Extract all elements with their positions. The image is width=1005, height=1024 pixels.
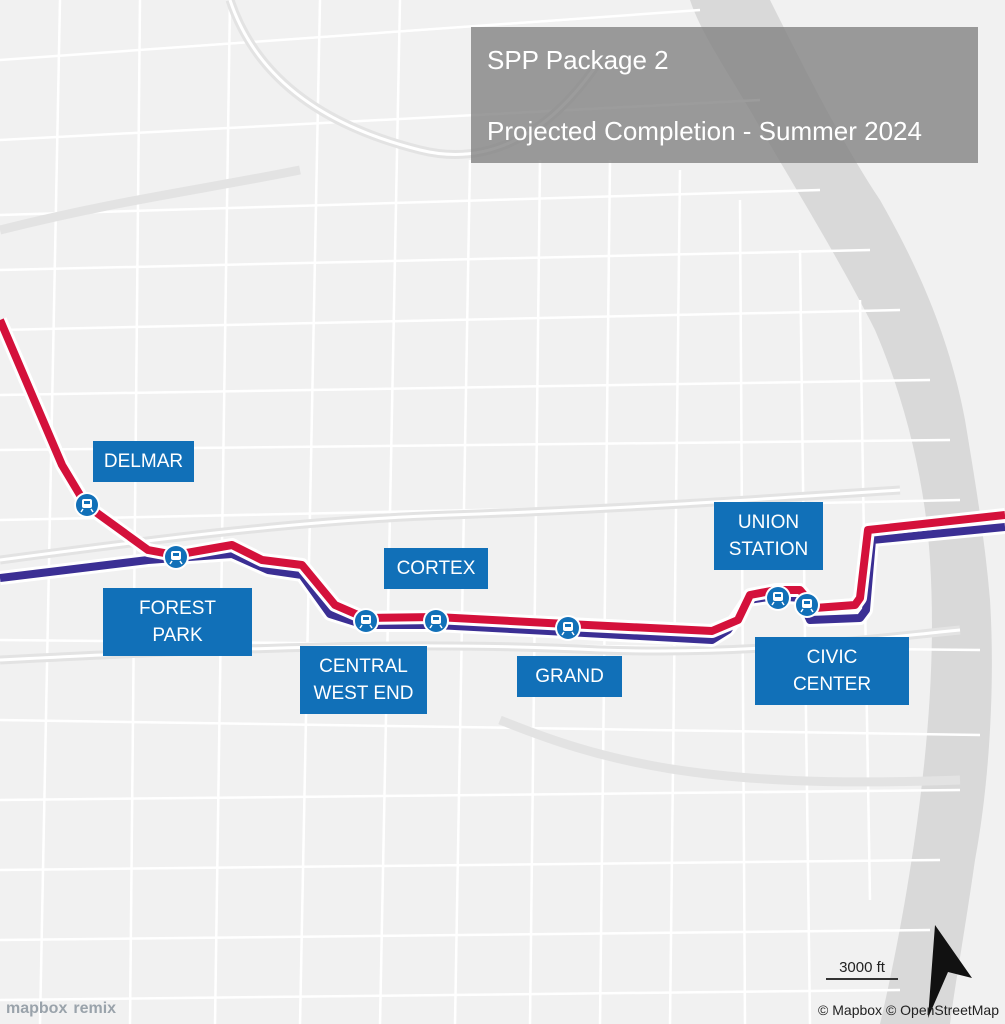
blue-line (0, 523, 1005, 644)
station-label-cortex[interactable]: CORTEX (384, 548, 488, 589)
train-icon[interactable] (423, 608, 449, 634)
scale-bar: 3000 ft (826, 958, 898, 980)
station-markers (74, 492, 820, 641)
title-box: SPP Package 2 Projected Completion - Sum… (471, 27, 978, 163)
title-line-2: Projected Completion - Summer 2024 (487, 116, 922, 146)
map-attribution[interactable]: © Mapbox © OpenStreetMap (818, 1002, 999, 1018)
logo-attribution[interactable]: mapbox remix (6, 1000, 116, 1018)
river (690, 0, 992, 1024)
train-icon[interactable] (353, 608, 379, 634)
station-label-union-station[interactable]: UNION STATION (714, 502, 823, 570)
train-icon[interactable] (74, 492, 100, 518)
remix-logo: remix (73, 1000, 117, 1017)
mapbox-logo: mapbox (6, 1000, 68, 1017)
train-icon[interactable] (163, 544, 189, 570)
north-arrow-icon (928, 925, 972, 1018)
red-line (0, 318, 1005, 635)
train-icon[interactable] (765, 585, 791, 611)
train-icon[interactable] (794, 592, 820, 618)
title-line-1: SPP Package 2 (487, 45, 669, 75)
station-label-grand[interactable]: GRAND (517, 656, 622, 697)
train-icon[interactable] (555, 615, 581, 641)
station-label-central-west-end[interactable]: CENTRAL WEST END (300, 646, 427, 714)
station-label-forest-park[interactable]: FOREST PARK (103, 588, 252, 656)
station-label-delmar[interactable]: DELMAR (93, 441, 194, 482)
station-label-civic-center[interactable]: CIVIC CENTER (755, 637, 909, 705)
